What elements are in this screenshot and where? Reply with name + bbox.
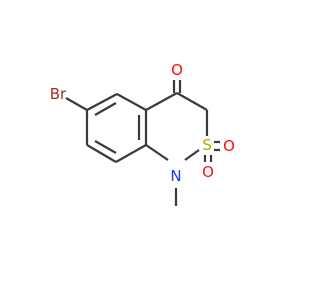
atom-sulfonyl-oxygen-1: O — [223, 137, 235, 155]
bond-n-c8a — [145, 144, 169, 161]
bond-c4a-c4 — [145, 92, 178, 111]
bond-c5-c6 — [86, 93, 118, 111]
bond-c7-c8 — [86, 144, 117, 163]
structure-canvas: Br O S O O N — [50, 61, 235, 206]
bond-c4a-c5 — [116, 93, 147, 111]
bond-c4-c3 — [176, 92, 208, 111]
bond-c8-c8a — [115, 144, 147, 163]
atom-sulfur: S — [202, 136, 212, 154]
atom-ketone-oxygen: O — [171, 61, 183, 79]
bond-s-n — [184, 149, 200, 161]
bond-c6-br — [65, 97, 88, 111]
bond-c5-c6-inner — [94, 102, 117, 116]
bond-c7-c8-inner — [94, 140, 117, 154]
atom-bromine: Br — [50, 85, 67, 103]
atom-labels: Br O S O O N — [50, 61, 235, 185]
atom-nitrogen: N — [170, 167, 181, 185]
atom-sulfonyl-oxygen-2: O — [202, 163, 214, 181]
bonds — [65, 80, 220, 206]
